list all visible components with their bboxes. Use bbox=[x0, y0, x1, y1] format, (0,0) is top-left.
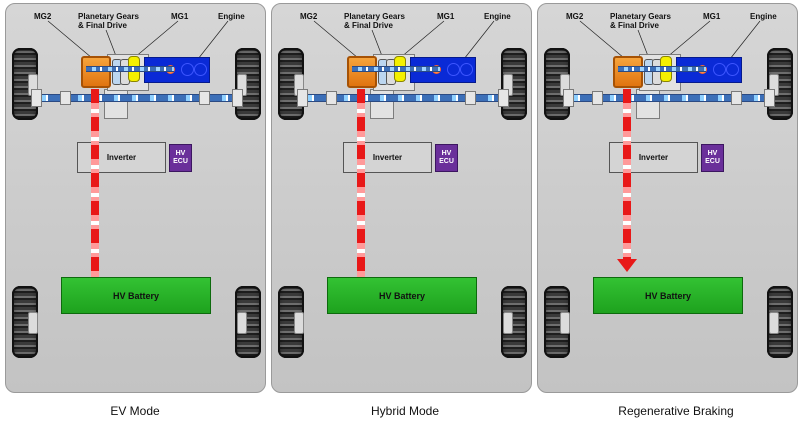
front-left-tire bbox=[278, 48, 304, 120]
rear-left-tire bbox=[278, 286, 304, 358]
axle-joint bbox=[31, 89, 42, 107]
rear-right-tire bbox=[501, 286, 527, 358]
power-flow-arrow bbox=[357, 89, 365, 277]
planetary-gears-label: Planetary Gears & Final Drive bbox=[610, 12, 671, 30]
engine-cylinder bbox=[460, 63, 473, 76]
drive-shaft bbox=[618, 66, 706, 72]
front-left-tire bbox=[544, 48, 570, 120]
axle-joint bbox=[498, 89, 509, 107]
vehicle-panel-3: MG2 Planetary Gears & Final Drive MG1 En… bbox=[537, 3, 798, 393]
hv-ecu-box: HV ECU bbox=[169, 144, 192, 172]
mg2-label: MG2 bbox=[566, 12, 584, 21]
mg1-label: MG1 bbox=[437, 12, 455, 21]
engine-cylinder bbox=[181, 63, 194, 76]
power-flow-arrow bbox=[91, 89, 99, 277]
vehicle-panel-2: MG2 Planetary Gears & Final Drive MG1 En… bbox=[271, 3, 532, 393]
hv-battery: HV Battery bbox=[327, 277, 477, 314]
mg2-motor bbox=[613, 56, 643, 88]
power-flow-arrow bbox=[623, 89, 631, 261]
axle-joint bbox=[232, 89, 243, 107]
axle-joint bbox=[764, 89, 775, 107]
vehicle-panel-1: MG2 Planetary Gears & Final Drive MG1 En… bbox=[5, 3, 266, 393]
engine-label: Engine bbox=[484, 12, 511, 21]
hv-battery: HV Battery bbox=[593, 277, 743, 314]
mg2-label: MG2 bbox=[300, 12, 318, 21]
axle-joint bbox=[592, 91, 603, 105]
planetary-gears-label: Planetary Gears & Final Drive bbox=[344, 12, 405, 30]
mg2-motor bbox=[81, 56, 111, 88]
planetary-gears-label: Planetary Gears & Final Drive bbox=[78, 12, 139, 30]
panel-caption: Regenerative Braking bbox=[618, 404, 734, 418]
rear-right-tire bbox=[767, 286, 793, 358]
front-left-tire bbox=[12, 48, 38, 120]
front-right-tire bbox=[235, 48, 261, 120]
rear-left-tire bbox=[12, 286, 38, 358]
mg1-label: MG1 bbox=[703, 12, 721, 21]
engine-cylinder bbox=[447, 63, 460, 76]
power-flow-arrowhead bbox=[617, 259, 637, 272]
mg2-motor bbox=[347, 56, 377, 88]
leader-lines bbox=[47, 20, 229, 60]
axle-joint bbox=[731, 91, 742, 105]
mg1-label: MG1 bbox=[171, 12, 189, 21]
hv-ecu-box: HV ECU bbox=[435, 144, 458, 172]
axle-joint bbox=[326, 91, 337, 105]
front-right-tire bbox=[767, 48, 793, 120]
front-axle bbox=[566, 94, 771, 102]
axle-joint bbox=[60, 91, 71, 105]
drive-shaft bbox=[352, 66, 440, 72]
rear-right-tire bbox=[235, 286, 261, 358]
leader-lines bbox=[313, 20, 495, 60]
front-axle bbox=[34, 94, 239, 102]
leader-lines bbox=[579, 20, 761, 60]
hv-battery: HV Battery bbox=[61, 277, 211, 314]
front-right-tire bbox=[501, 48, 527, 120]
mg2-label: MG2 bbox=[34, 12, 52, 21]
engine-cylinder bbox=[194, 63, 207, 76]
panel-caption: EV Mode bbox=[110, 404, 160, 418]
hv-ecu-box: HV ECU bbox=[701, 144, 724, 172]
axle-joint bbox=[199, 91, 210, 105]
panel-caption: Hybrid Mode bbox=[370, 404, 440, 418]
axle-joint bbox=[563, 89, 574, 107]
engine-label: Engine bbox=[750, 12, 777, 21]
engine-cylinder bbox=[726, 63, 739, 76]
drive-shaft bbox=[86, 66, 174, 72]
front-axle bbox=[300, 94, 505, 102]
axle-joint bbox=[465, 91, 476, 105]
engine-cylinder bbox=[713, 63, 726, 76]
rear-left-tire bbox=[544, 286, 570, 358]
engine-label: Engine bbox=[218, 12, 245, 21]
axle-joint bbox=[297, 89, 308, 107]
